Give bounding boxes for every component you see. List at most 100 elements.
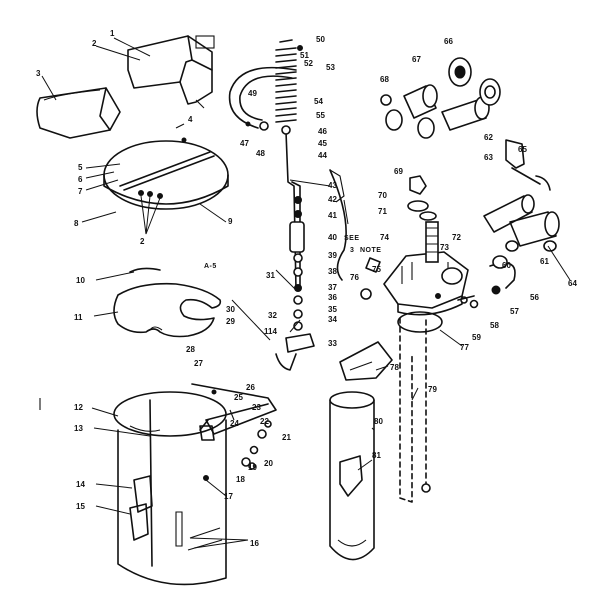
callout-73: 73 — [440, 243, 449, 252]
callout-55: 55 — [316, 111, 325, 120]
callout-35: 35 — [328, 305, 337, 314]
callout-22: 22 — [260, 417, 269, 426]
callout-65: 65 — [518, 145, 527, 154]
leader-lines — [41, 37, 571, 549]
callout-8: 8 — [74, 219, 79, 228]
callout-36: 36 — [328, 293, 337, 302]
callout-14: 14 — [76, 480, 85, 489]
callout-114: 114 — [264, 327, 277, 336]
callout-12: 12 — [74, 403, 83, 412]
callout-18: 18 — [236, 475, 245, 484]
callout-34: 34 — [328, 315, 337, 324]
mount-bracket-part — [339, 341, 393, 381]
callout-74: 74 — [380, 233, 389, 242]
callout-30: 30 — [226, 305, 235, 314]
callout-47: 47 — [240, 139, 249, 148]
callout-11: 11 — [74, 313, 83, 322]
callout-59: 59 — [472, 333, 481, 342]
callout-3: 3 — [36, 69, 41, 78]
callout-53: 53 — [326, 63, 335, 72]
callout-19: 19 — [248, 463, 257, 472]
callout-70: 70 — [378, 191, 387, 200]
callout-41: 41 — [328, 211, 337, 220]
top-right-fittings-part — [380, 57, 501, 139]
callout-48: 48 — [256, 149, 265, 158]
callout-68: 68 — [380, 75, 389, 84]
bypass-pipes-part — [483, 139, 560, 252]
see-note-number: 3 — [350, 247, 354, 254]
callout-72: 72 — [452, 233, 461, 242]
callout-67: 67 — [412, 55, 421, 64]
valve-shaft-part — [275, 131, 345, 371]
callout-5: 5 — [78, 163, 83, 172]
callout-71: 71 — [378, 207, 387, 216]
callout-1: 1 — [110, 29, 115, 38]
callout-16: 16 — [250, 539, 259, 548]
callout-51: 51 — [300, 51, 309, 60]
tank-body-part — [113, 391, 227, 586]
callout-33: 33 — [328, 339, 337, 348]
callout-26: 26 — [246, 383, 255, 392]
callout-42: 42 — [328, 195, 337, 204]
callout-79: 79 — [428, 385, 437, 394]
callout-45: 45 — [318, 139, 327, 148]
callout-63: 63 — [484, 153, 493, 162]
callout-2b: 2 — [140, 237, 145, 246]
callout-27: 27 — [194, 359, 203, 368]
callout-29: 29 — [226, 317, 235, 326]
callout-40: 40 — [328, 233, 337, 242]
callout-13: 13 — [74, 424, 83, 433]
callout-75: 75 — [372, 265, 381, 274]
callout-28: 28 — [186, 345, 195, 354]
brine-tube-part — [329, 169, 349, 281]
callout-80: 80 — [374, 417, 383, 426]
callout-78: 78 — [390, 363, 399, 372]
callout-54: 54 — [314, 97, 323, 106]
callout-64: 64 — [568, 279, 577, 288]
callout-7: 7 — [78, 187, 83, 196]
callout-77: 77 — [460, 343, 469, 352]
callout-20: 20 — [264, 459, 273, 468]
callout-61: 61 — [540, 257, 549, 266]
callout-9: 9 — [228, 217, 233, 226]
callout-43: 43 — [328, 181, 337, 190]
callout-39: 39 — [328, 251, 337, 260]
callout-17: 17 — [224, 492, 233, 501]
hose-loop-part — [228, 66, 297, 131]
callout-38: 38 — [328, 267, 337, 276]
callout-labels: 1 2 3 2 5 6 7 8 9 10 11 12 13 14 15 16 1… — [36, 29, 577, 548]
callout-21: 21 — [282, 433, 291, 442]
callout-4: 4 — [188, 115, 193, 124]
callout-25: 25 — [234, 393, 243, 402]
spring-stack-part — [275, 39, 303, 135]
callout-32: 32 — [268, 311, 277, 320]
callout-50: 50 — [316, 35, 325, 44]
section-label: A-5 — [204, 263, 217, 270]
callout-76: 76 — [350, 273, 359, 282]
baffle-plate-part — [113, 267, 222, 338]
callout-52: 52 — [304, 59, 313, 68]
see-note-line2: NOTE — [360, 247, 381, 254]
callout-6: 6 — [78, 175, 83, 184]
resin-tank-part — [329, 391, 375, 561]
top-cover-part — [127, 35, 215, 109]
callout-15: 15 — [76, 502, 85, 511]
callout-46: 46 — [318, 127, 327, 136]
callout-69: 69 — [394, 167, 403, 176]
frame-bracket-part — [191, 383, 277, 435]
fitting-cap-part — [407, 175, 437, 221]
callout-49: 49 — [248, 89, 257, 98]
callout-2: 2 — [92, 39, 97, 48]
callout-60: 60 — [502, 261, 511, 270]
callout-66: 66 — [444, 37, 453, 46]
small-fittings-part — [241, 420, 272, 470]
callout-31: 31 — [266, 271, 275, 280]
callout-62: 62 — [484, 133, 493, 142]
o-ring-part — [397, 311, 443, 333]
callout-23: 23 — [252, 403, 261, 412]
riser-lines-part — [399, 317, 431, 503]
callout-56: 56 — [530, 293, 539, 302]
callout-24: 24 — [230, 419, 239, 428]
callout-58: 58 — [490, 321, 499, 330]
